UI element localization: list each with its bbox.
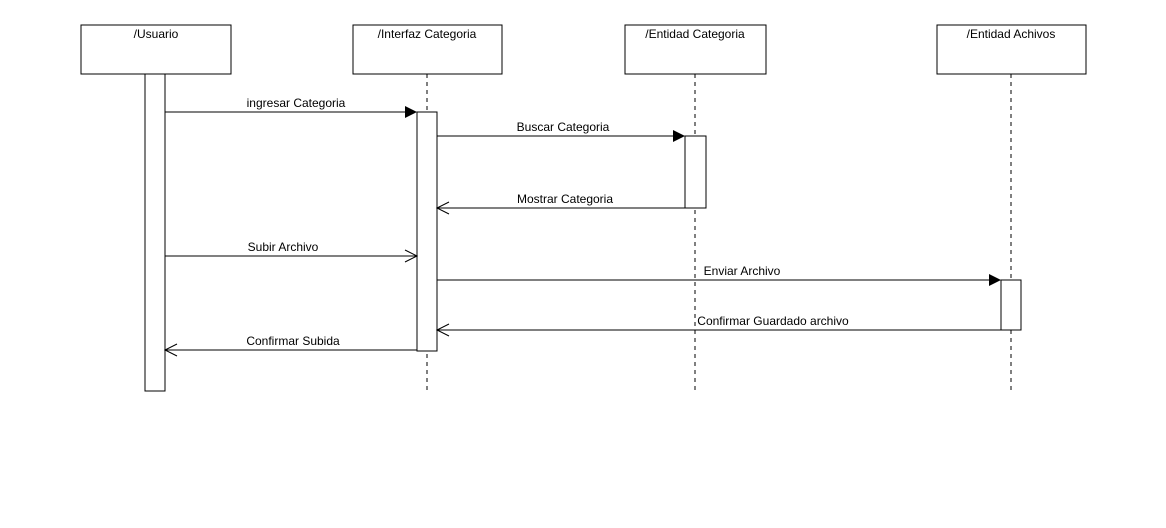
activation-interfaz[interactable] <box>416 111 438 352</box>
activation-entidad-achivos[interactable] <box>1000 279 1022 331</box>
filled-arrowhead-icon <box>989 274 1001 286</box>
filled-arrowhead-icon <box>673 130 685 142</box>
message-label: Buscar Categoria <box>517 120 610 134</box>
message-enviar-archivo[interactable]: Enviar Archivo <box>437 264 1001 286</box>
open-arrowhead-icon <box>435 201 450 215</box>
open-arrowhead-icon <box>435 323 450 337</box>
message-label: Subir Archivo <box>248 240 319 254</box>
message-ingresar-categoria[interactable]: ingresar Categoria <box>165 96 417 118</box>
message-buscar-categoria[interactable]: Buscar Categoria <box>437 120 685 142</box>
participant-entidad-categoria[interactable]: /Entidad Categoria <box>624 24 767 75</box>
message-label: Confirmar Guardado archivo <box>697 314 849 328</box>
activation-entidad-categoria[interactable] <box>684 135 707 209</box>
message-confirmar-guardado-archivo[interactable]: Confirmar Guardado archivo <box>435 314 1001 337</box>
message-label: Mostrar Categoria <box>517 192 613 206</box>
filled-arrowhead-icon <box>405 106 417 118</box>
participant-label: /Entidad Categoria <box>645 27 745 41</box>
message-label: Enviar Archivo <box>704 264 781 278</box>
participant-entidad-achivos[interactable]: /Entidad Achivos <box>936 24 1087 75</box>
message-label: Confirmar Subida <box>246 334 340 348</box>
open-arrowhead-icon <box>404 249 419 263</box>
message-subir-archivo[interactable]: Subir Archivo <box>165 240 419 263</box>
activation-usuario[interactable] <box>144 73 166 392</box>
message-label: ingresar Categoria <box>247 96 346 110</box>
message-mostrar-categoria[interactable]: Mostrar Categoria <box>435 192 685 215</box>
participant-label: /Interfaz Categoria <box>378 27 477 41</box>
message-confirmar-subida[interactable]: Confirmar Subida <box>163 334 417 357</box>
participant-label: /Entidad Achivos <box>967 27 1056 41</box>
participant-label: /Usuario <box>134 27 179 41</box>
open-arrowhead-icon <box>163 343 178 357</box>
participant-usuario[interactable]: /Usuario <box>80 24 232 75</box>
participant-interfaz[interactable]: /Interfaz Categoria <box>352 24 503 75</box>
